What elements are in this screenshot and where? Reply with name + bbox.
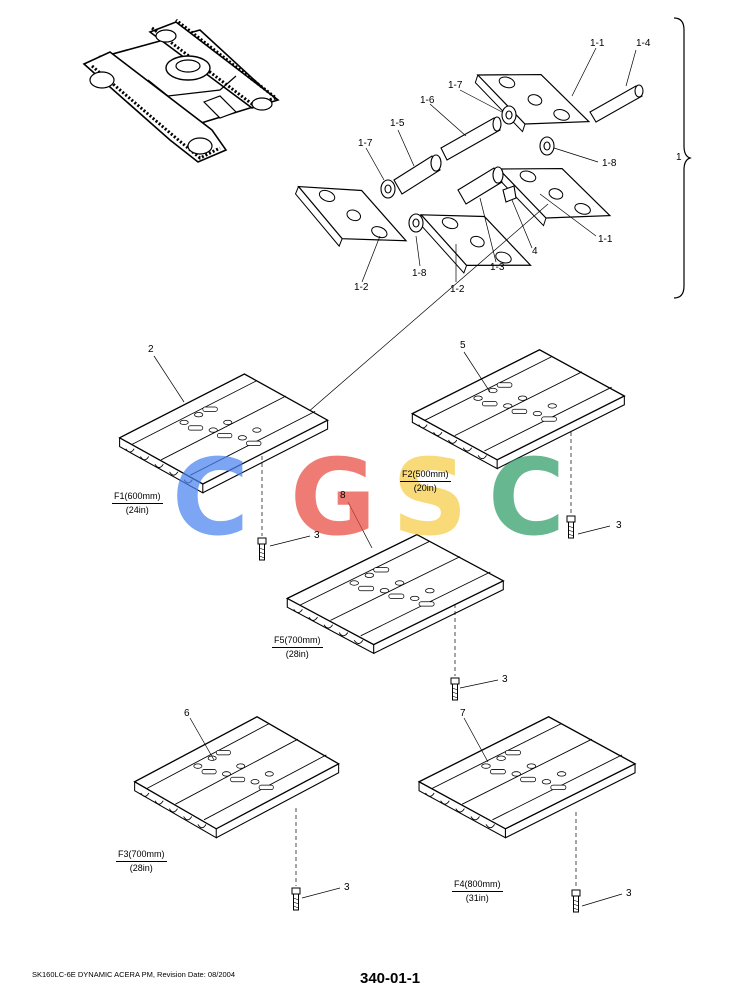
callout-6: 6 xyxy=(184,708,190,719)
spec-f4-mm: F4(800mm) xyxy=(452,878,503,892)
spec-f2-in: (20in) xyxy=(413,483,437,493)
spec-f1-in: (24in) xyxy=(125,505,149,515)
callout-3-c: 3 xyxy=(502,674,508,685)
spec-f3-mm: F3(700mm) xyxy=(116,848,167,862)
spec-f4: F4(800mm) (31in) xyxy=(452,878,503,905)
callout-1-1-right: 1-1 xyxy=(598,234,613,245)
watermark-letter-2: G xyxy=(290,437,377,559)
callout-1-8-bottom: 1-8 xyxy=(412,268,427,279)
track-link-assembly xyxy=(261,17,692,453)
callout-8: 8 xyxy=(340,490,346,501)
callout-1-7-left: 1-7 xyxy=(358,138,373,149)
callout-1-8-right: 1-8 xyxy=(602,158,617,169)
callout-2: 2 xyxy=(148,344,154,355)
spec-f2: F2(500mm) (20in) xyxy=(400,468,451,495)
callout-5: 5 xyxy=(460,340,466,351)
callout-1-1-top: 1-1 xyxy=(590,38,605,49)
spec-f1: F1(600mm) (24in) xyxy=(112,490,163,517)
watermark-letter-1: C xyxy=(172,437,250,559)
spec-f5: F5(700mm) (28in) xyxy=(272,634,323,661)
crawler-undercarriage-illustration xyxy=(82,18,280,163)
spec-f4-in: (31in) xyxy=(465,893,489,903)
spec-f2-mm: F2(500mm) xyxy=(400,468,451,482)
callout-1-7-top: 1-7 xyxy=(448,80,463,91)
callout-1-6: 1-6 xyxy=(420,95,435,106)
watermark-letter-3: S xyxy=(392,437,468,559)
callout-3-d: 3 xyxy=(344,882,350,893)
page-number: 340-01-1 xyxy=(360,970,421,987)
callout-3-e: 3 xyxy=(626,888,632,899)
callout-4: 4 xyxy=(532,246,538,257)
spec-f3-in: (28in) xyxy=(129,863,153,873)
spec-f1-mm: F1(600mm) xyxy=(112,490,163,504)
callout-1-2-mid: 1-2 xyxy=(450,284,465,295)
callout-3-a: 3 xyxy=(314,530,320,541)
footer-model-revision: SK160LC-6E DYNAMIC ACERA PM, Revision Da… xyxy=(32,970,236,979)
callout-1-5: 1-5 xyxy=(390,118,405,129)
callout-1-3: 1-3 xyxy=(490,262,505,273)
watermark-letter-4: C xyxy=(488,437,566,559)
callout-3-b: 3 xyxy=(616,520,622,531)
callout-7: 7 xyxy=(460,708,466,719)
callout-1-4: 1-4 xyxy=(636,38,651,49)
callout-1: 1 xyxy=(676,152,682,163)
shoe-plate-6 xyxy=(133,716,340,839)
shoe-plate-7 xyxy=(418,716,636,839)
callout-1-2-left: 1-2 xyxy=(354,282,369,293)
spec-f3: F3(700mm) (28in) xyxy=(116,848,167,875)
spec-f5-in: (28in) xyxy=(285,649,309,659)
spec-f5-mm: F5(700mm) xyxy=(272,634,323,648)
